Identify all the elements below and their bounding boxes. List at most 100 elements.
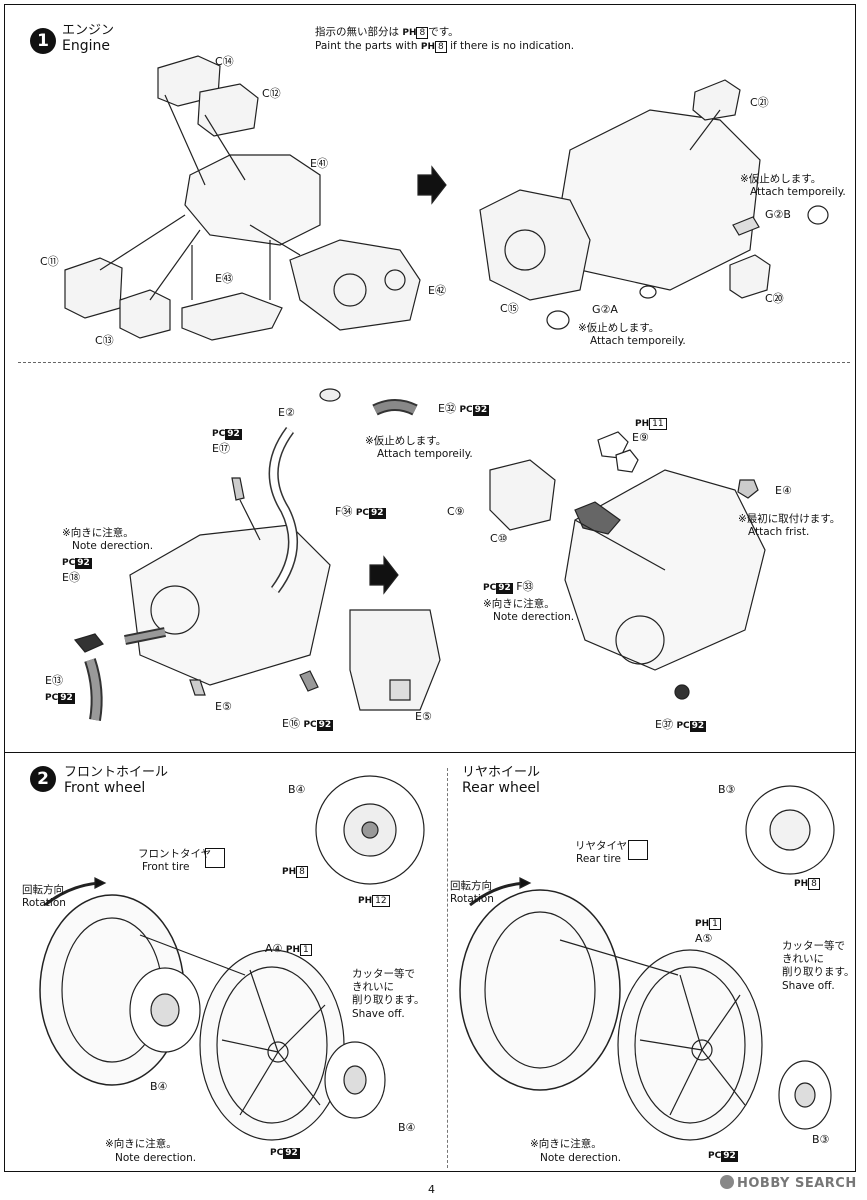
rear-tire-jp: リヤタイヤ — [575, 840, 628, 852]
part-label-e2: E② — [278, 406, 295, 419]
paint-note-en-text: Paint the parts with — [315, 40, 418, 52]
part-label-e13: E⑬ — [45, 674, 63, 687]
paint-code: 8 — [416, 27, 429, 39]
step-number-2: 2 — [30, 766, 56, 792]
ph-paint-icon: PH — [402, 28, 417, 38]
rear-shave-note-jp3: 削り取ります。 — [782, 966, 855, 978]
part-label-e43: E㊸ — [215, 272, 233, 285]
temp-note-1-jp: ※仮止めします。 — [740, 173, 822, 185]
tire-tool-icon — [628, 840, 648, 860]
step-number-1: 1 — [30, 28, 56, 54]
part-label-c21: C㉑ — [750, 96, 769, 109]
part-label-c14: C⑭ — [215, 55, 234, 68]
rotation-jp: 回転方向 — [22, 884, 64, 896]
page-number: 4 — [428, 1183, 435, 1196]
dir-note-jp: ※向きに注意。 — [62, 527, 134, 539]
part-label-g2a: G②A — [592, 303, 618, 316]
paint-note-jp-text: 指示の無い部分は — [315, 26, 399, 38]
shave-note-jp3: 削り取ります。 — [352, 994, 425, 1006]
wheel-divider — [447, 768, 448, 1168]
part-label-e4: E④ — [775, 484, 792, 497]
part-label-e18: E⑱ — [62, 571, 80, 584]
rear-dir-note-jp: ※向きに注意。 — [530, 1138, 602, 1150]
paint-code: 8 — [435, 41, 447, 53]
tire-tool-icon — [205, 848, 225, 868]
part-label-e17: E⑰ — [212, 442, 230, 455]
rear-wheel-title-jp: リヤホイール — [462, 765, 541, 780]
part-label-b4-right: B④ — [398, 1121, 416, 1134]
part-label-a5: A⑤ — [695, 932, 713, 945]
part-label-c9: C⑨ — [447, 505, 465, 518]
rear-rotation-en: Rotation — [450, 893, 494, 905]
shave-note-jp2: きれいに — [352, 981, 394, 993]
part-label-e5-inset: E⑤ — [415, 710, 432, 723]
rear-shave-note-en: Shave off. — [782, 980, 835, 992]
dir-note-en: Note derection. — [72, 540, 154, 552]
part-label-e42: E㊷ — [428, 284, 446, 297]
part-label-c20: C⑳ — [765, 292, 784, 305]
part-label-c13: C⑬ — [95, 334, 114, 347]
temp-note-2-jp: ※仮止めします。 — [578, 322, 660, 334]
part-label-e5: E⑤ — [215, 700, 232, 713]
temp-note-jp: ※仮止めします。 — [365, 435, 447, 447]
temp-note-1-en: Attach temporeily. — [750, 186, 846, 198]
dir-note2-en: Note derection. — [493, 611, 575, 623]
rotation-en: Rotation — [22, 897, 66, 909]
watermark: HOBBY SEARCH — [720, 1175, 857, 1191]
part-label-b4-left: B④ — [150, 1080, 168, 1093]
section-divider-dashed — [18, 362, 850, 363]
temp-note-2-en: Attach temporeily. — [590, 335, 686, 347]
rear-shave-note-jp2: きれいに — [782, 953, 824, 965]
rear-rotation-jp: 回転方向 — [450, 880, 492, 892]
part-label-c11: C⑪ — [40, 255, 59, 268]
part-label-b4-disc: B④ — [288, 783, 306, 796]
temp-note-en: Attach temporeily. — [377, 448, 473, 460]
shave-note-en: Shave off. — [352, 1008, 405, 1020]
part-label-c10: C⑩ — [490, 532, 508, 545]
rear-shave-note-jp1: カッター等で — [782, 940, 845, 952]
part-label-e9: E⑨ — [632, 431, 649, 444]
engine-title-jp: エンジン — [62, 23, 115, 38]
front-wheel-title-jp: フロントホイール — [64, 765, 169, 780]
paint-note-en-tail: if there is no indication. — [450, 40, 575, 52]
part-label-b3-right: B③ — [812, 1133, 830, 1146]
rear-wheel-title-en: Rear wheel — [462, 780, 540, 796]
paint-note-jp-tail: です。 — [428, 26, 459, 38]
ph-paint-icon: PH — [420, 42, 435, 52]
first-note-jp: ※最初に取付けます。 — [738, 513, 841, 525]
part-label-b3-disc: B③ — [718, 783, 736, 796]
part-label-e41: E㊶ — [310, 157, 328, 170]
part-label-c12: C⑫ — [262, 87, 281, 100]
front-tire-en: Front tire — [142, 861, 190, 873]
front-dir-note-jp: ※向きに注意。 — [105, 1138, 177, 1150]
first-note-en: Attach frist. — [748, 526, 810, 538]
front-dir-note-en: Note derection. — [115, 1152, 197, 1164]
section-divider — [4, 752, 856, 753]
part-label-g2b: G②B — [765, 208, 791, 221]
shave-note-jp1: カッター等で — [352, 968, 415, 980]
front-wheel-title-en: Front wheel — [64, 780, 146, 796]
page-frame — [4, 4, 856, 1172]
rear-tire-en: Rear tire — [576, 853, 621, 865]
rear-dir-note-en: Note derection. — [540, 1152, 622, 1164]
engine-title-en: Engine — [62, 38, 110, 54]
front-tire-jp: フロントタイヤ — [138, 848, 212, 860]
dir-note2-jp: ※向きに注意。 — [483, 598, 555, 610]
